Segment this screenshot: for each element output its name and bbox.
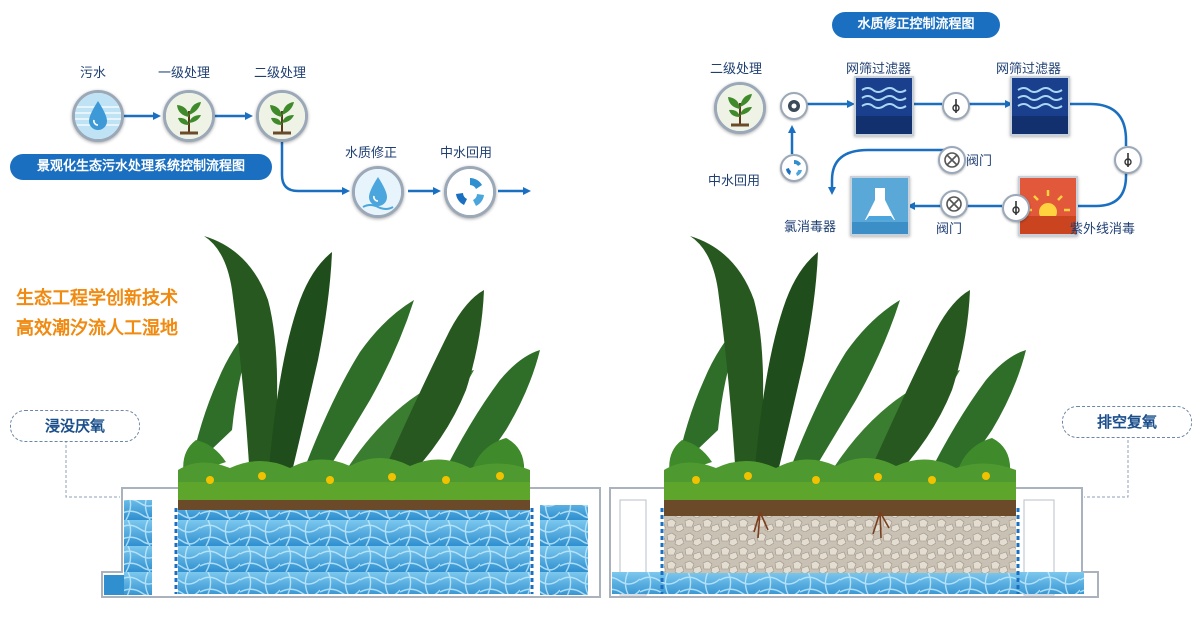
step-reuse-label: 中水回用 xyxy=(440,146,493,161)
mesh-filter-icon xyxy=(1010,76,1070,136)
plant-icon xyxy=(714,82,766,134)
gravel-bed xyxy=(664,515,1016,573)
mesh-filter-1-label: 网筛过滤器 xyxy=(846,62,912,77)
water-drop-icon xyxy=(352,166,404,218)
flask-icon xyxy=(850,176,910,236)
valve-icon xyxy=(1114,146,1142,174)
state-tag-drained: 排空复氧 xyxy=(1062,406,1192,438)
inlet-channel xyxy=(124,500,152,595)
headline-line-2: 高效潮汐流人工湿地 xyxy=(16,318,178,339)
mesh-filter-icon xyxy=(854,76,914,136)
wetland-drained xyxy=(609,480,1099,598)
plant-cluster-left xyxy=(178,236,540,484)
state-tag-submerged: 浸没厌氧 xyxy=(10,410,140,442)
plant-roots xyxy=(753,511,890,539)
mesh-filter-2-label: 网筛过滤器 xyxy=(996,62,1062,77)
headline-line-1: 生态工程学创新技术 xyxy=(16,288,178,309)
plant-icon xyxy=(256,90,308,142)
arrow-secondary-to-correction xyxy=(280,140,350,195)
arrow-chlorine-loop xyxy=(828,148,952,195)
right-flow-title: 水质修正控制流程图 xyxy=(832,12,1000,38)
line-filter2-down xyxy=(1064,102,1128,146)
right-flow-arrows xyxy=(788,100,1128,210)
chlorine-disinfector-label: 氯消毒器 xyxy=(784,220,837,235)
outlet-channel xyxy=(540,505,588,595)
gate-valve-icon xyxy=(938,146,966,174)
uv-disinfection-label: 紫外线消毒 xyxy=(1070,222,1136,237)
left-flow-title: 景观化生态污水处理系统控制流程图 xyxy=(10,154,272,180)
recycle-icon xyxy=(444,166,496,218)
submerged-bed-water xyxy=(178,508,530,594)
step-primary-label: 一级处理 xyxy=(158,66,211,81)
tag-connector-right xyxy=(1084,440,1129,498)
wetland-submerged xyxy=(101,480,601,598)
valve-lower-label: 阀门 xyxy=(936,222,963,237)
pump-icon xyxy=(780,92,808,120)
secondary-treatment-label: 二级处理 xyxy=(710,62,763,77)
step-sewage-label: 污水 xyxy=(80,66,107,81)
arrow-to-uv xyxy=(1069,170,1128,210)
step-correction-label: 水质修正 xyxy=(345,146,398,161)
drained-bottom-water xyxy=(612,572,1084,594)
plant-icon xyxy=(163,90,215,142)
valve-icon xyxy=(942,92,970,120)
recycle-icon xyxy=(780,154,808,182)
step-secondary-label: 二级处理 xyxy=(254,66,307,81)
tag-connector-left xyxy=(65,440,120,498)
gate-valve-icon xyxy=(940,190,968,218)
water-drop-icon xyxy=(72,90,124,142)
left-flow-arrows xyxy=(124,112,531,195)
valve-upper-label: 阀门 xyxy=(966,154,993,169)
valve-icon xyxy=(1002,194,1030,222)
reclaimed-water-label: 中水回用 xyxy=(708,174,761,189)
plant-cluster-right xyxy=(664,236,1026,484)
